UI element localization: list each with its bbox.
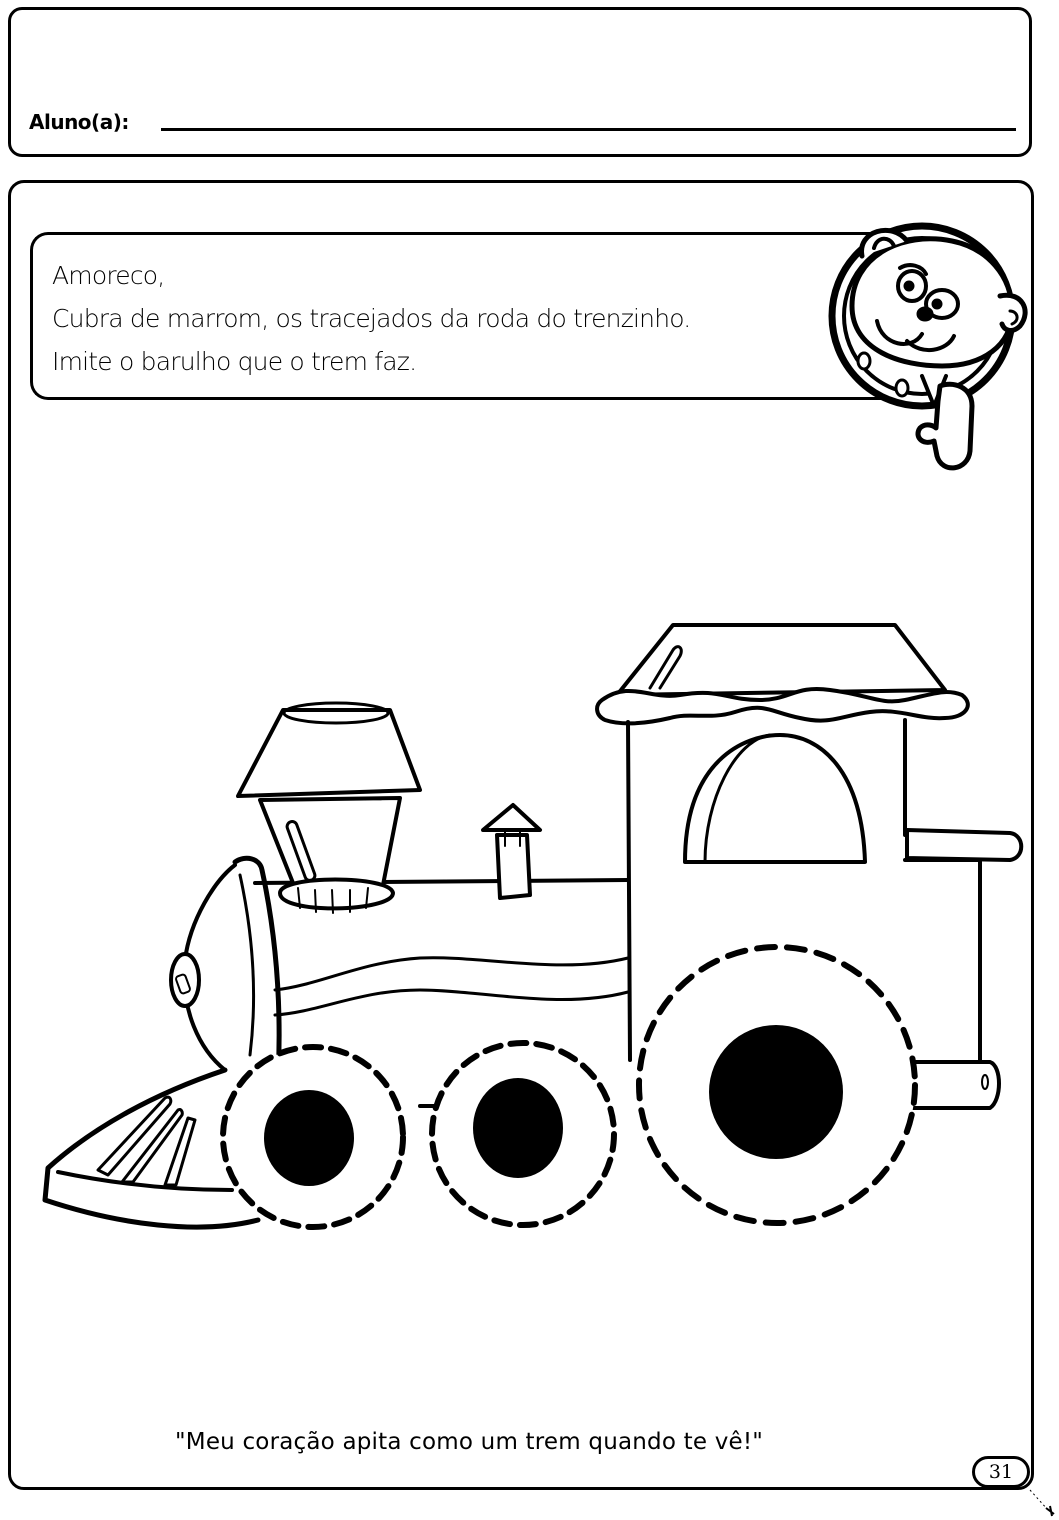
instruction-text: Amoreco, Cubra de marrom, os tracejados …: [52, 254, 691, 383]
scan-mark-icon: [1029, 1489, 1055, 1517]
front-wheel[interactable]: [220, 1044, 406, 1230]
train-front: [169, 855, 282, 1083]
footer-quote: "Meu coração apita como um trem quando t…: [175, 1429, 764, 1455]
train-cowcatcher: [42, 1067, 261, 1230]
train-wheels: [220, 944, 918, 1230]
student-name-line[interactable]: [161, 128, 1016, 131]
bear-mascot-icon: [828, 222, 1028, 471]
instruction-box: [30, 232, 890, 400]
train-cabin: [595, 623, 1024, 1110]
student-name-box: Aluno(a):: [8, 7, 1032, 157]
activity-frame: [8, 180, 1034, 1490]
train-dome: [481, 803, 542, 900]
instruction-line-1: Cubra de marrom, os tracejados da roda d…: [52, 304, 691, 333]
instruction-line-2: Imite o barulho que o trem faz.: [52, 347, 417, 376]
student-name-label: Aluno(a):: [29, 110, 129, 134]
rear-wheel[interactable]: [636, 944, 918, 1226]
train-illustration: [42, 623, 1024, 1230]
page-number: 31: [972, 1456, 1030, 1488]
train-smokestack: [236, 701, 422, 914]
instruction-greeting: Amoreco,: [52, 261, 165, 290]
middle-wheel[interactable]: [429, 1040, 617, 1228]
